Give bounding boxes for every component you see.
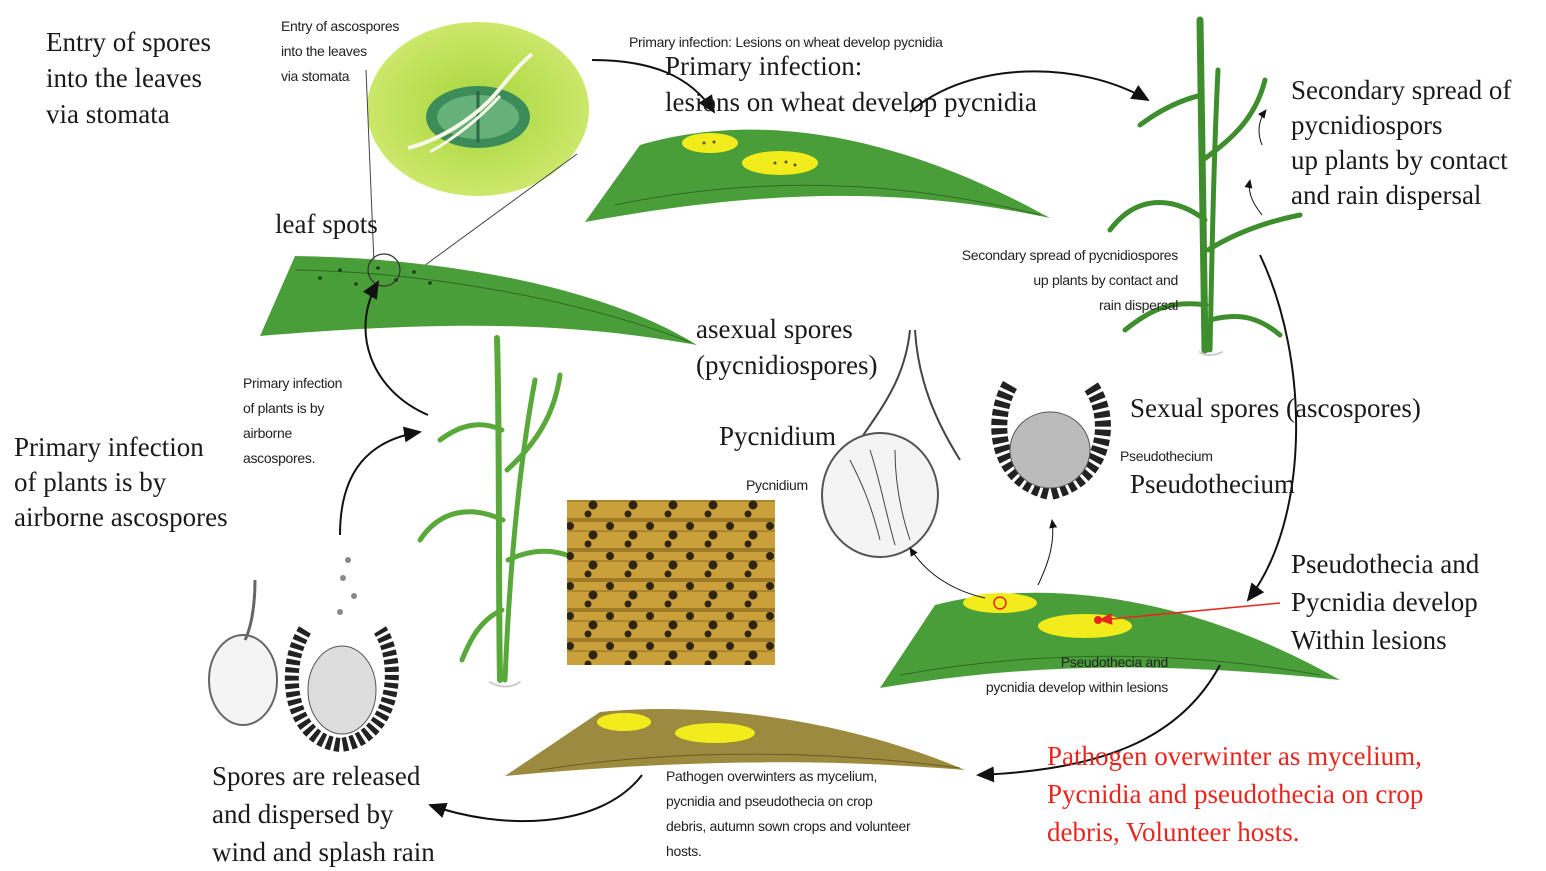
label-primary-airborne-small: Primary infection of plants is by airbor… [243, 371, 342, 471]
label-sexual-spores: Sexual spores (ascospores) [1130, 390, 1421, 426]
label-entry-ascospores: Entry of ascospores into the leaves via … [281, 14, 399, 89]
label-pseudothecia-develop-large: Pseudothecia and Pycnidia develop Within… [1291, 545, 1479, 659]
label-primary-lesions-large: Primary infection: lesions on wheat deve… [665, 48, 1037, 120]
label-pycnidium-small: Pycnidium [746, 473, 808, 498]
label-leaf-spots: leaf spots [275, 206, 378, 242]
label-asexual-spores: asexual spores (pycnidiospores) [696, 311, 877, 383]
label-entry-spores: Entry of spores into the leaves via stom… [46, 24, 211, 132]
crop-debris-photo [567, 500, 775, 665]
pseudothecium-illustration [999, 385, 1103, 492]
label-overwinter-small: Pathogen overwinters as mycelium, pycnid… [666, 764, 910, 864]
label-pycnidium-large: Pycnidium [719, 418, 836, 454]
label-spores-released: Spores are released and dispersed by win… [212, 757, 435, 871]
label-primary-airborne-large: Primary infection of plants is by airbor… [14, 430, 228, 535]
label-pseudothecia-develop-small: Pseudothecia and pycnidia develop within… [940, 650, 1168, 700]
label-overwinter-red: Pathogen overwinter as mycelium, Pycnidi… [1047, 737, 1423, 851]
wheat-plant-center [420, 338, 590, 687]
released-spores-illustration [209, 557, 392, 745]
leaf-spots-leaf [260, 254, 697, 345]
label-secondary-spread-large: Secondary spread of pycnidiospors up pla… [1291, 73, 1511, 213]
label-pseudothecium-large: Pseudothecium [1130, 466, 1295, 502]
label-secondary-spread-small: Secondary spread of pycnidiospores up pl… [916, 243, 1178, 318]
lesion-leaf-top [585, 130, 1050, 222]
